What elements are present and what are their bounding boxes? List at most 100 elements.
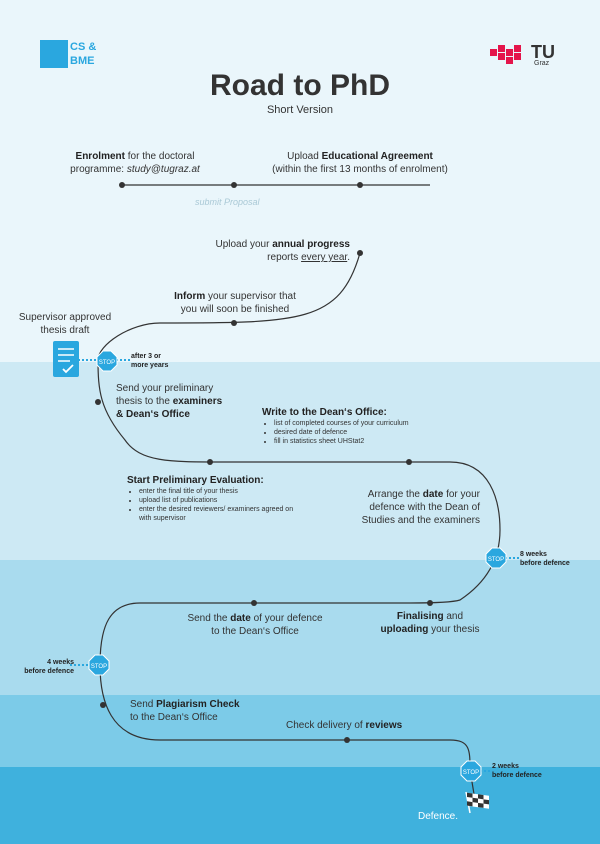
step-inform: Inform your supervisor that you will soo… (150, 290, 320, 316)
stop-label-4: STOP (463, 770, 479, 776)
send-thesis-line2-pre: thesis to the (116, 396, 173, 407)
step-plagiarism: Send Plagiarism Check to the Dean‘s Offi… (130, 698, 290, 724)
stop-note-1-line1: after 3 or (131, 353, 161, 360)
stop-sign-icon: STOP (485, 547, 507, 569)
stop-label-2: STOP (488, 557, 504, 563)
prelim-item: enter the desired reviewers/ examiners a… (139, 505, 307, 523)
tugraz-logo-sub: Graz (534, 60, 550, 67)
enrolment-line2-pre: programme: (70, 164, 127, 175)
step-dot (95, 399, 101, 405)
enrolment-bold: Enrolment (75, 151, 125, 162)
write-dean-bold: Write to the Dean‘s Office: (262, 407, 387, 418)
stop-note-3-line1: 4 weeks (47, 659, 74, 666)
step-dot (357, 182, 363, 188)
finish-flag-icon (465, 791, 489, 814)
tugraz-logo-icon (490, 45, 521, 64)
background-band-4 (0, 695, 600, 767)
csbme-logo: CS & BME (70, 40, 96, 68)
step-submit-proposal: submit Proposal (195, 197, 260, 207)
tugraz-logo-text: TU (531, 42, 555, 62)
plagiarism-line2: to the Dean‘s Office (130, 712, 218, 723)
step-dot (207, 459, 213, 465)
finalising-post: and (443, 611, 464, 622)
send-thesis-line1: Send your preliminary (116, 383, 214, 394)
csbme-logo-line2: BME (70, 55, 95, 67)
write-dean-item: list of completed courses of your curric… (274, 419, 482, 428)
annual-line2-post: . (347, 252, 350, 263)
send-date-post: of your defence (250, 613, 323, 624)
write-dean-item: desired date of defence (274, 428, 482, 437)
annual-line2-pre: reports (267, 252, 302, 263)
arrange-line3: Studies and the examiners (361, 515, 480, 526)
prelim-item: enter the final title of your thesis (139, 487, 307, 496)
arrange-post: for your (443, 489, 480, 500)
step-dot (406, 459, 412, 465)
agreement-bold: Educational Agreement (321, 151, 433, 162)
stop-note-4: 2 weeks before defence (492, 762, 542, 780)
stop-label-1: STOP (99, 360, 115, 366)
arrange-bold: date (422, 489, 444, 500)
stop-sign-icon: STOP (88, 654, 110, 676)
step-arrange-date: Arrange the date for your defence with t… (330, 488, 480, 527)
send-thesis-line2-bold: examiners (172, 396, 223, 407)
approved-line2: thesis draft (40, 325, 90, 336)
step-dot (231, 320, 237, 326)
prelim-list: enter the final title of your thesis upl… (127, 487, 307, 523)
step-send-date: Send the date of your defence to the Dea… (170, 612, 340, 638)
plagiarism-bold: Plagiarism Check (156, 699, 240, 710)
stop-note-1-line2: more years (131, 362, 169, 369)
inform-bold: Inform (174, 291, 206, 302)
send-date-pre: Send the (187, 613, 231, 624)
step-annual-progress: Upload your annual progress reports ever… (160, 238, 350, 264)
arrange-line2: defence with the Dean of (369, 502, 480, 513)
step-send-thesis: Send your preliminary thesis to the exam… (116, 382, 266, 421)
stop-note-4-line2: before defence (492, 772, 542, 779)
finalising-bold: Finalising (396, 611, 444, 622)
csbme-logo-square (40, 40, 68, 68)
annual-pre: Upload your (215, 239, 273, 250)
reviews-pre: Check delivery of (286, 720, 366, 731)
stop-sign-icon: STOP (460, 760, 482, 782)
stop-sign-icon: STOP (96, 350, 118, 372)
stop-note-3-line2: before defence (24, 668, 74, 675)
send-date-line2: to the Dean‘s Office (211, 626, 299, 637)
step-dot (100, 702, 106, 708)
enrolment-rest: for the doctoral (124, 151, 195, 162)
arrange-pre: Arrange the (367, 489, 423, 500)
step-reviews: Check delivery of reviews (286, 719, 436, 732)
background-band-1 (0, 0, 600, 362)
step-write-dean: Write to the Dean‘s Office: list of comp… (262, 406, 482, 446)
step-enrolment: Enrolment for the doctoral programme: st… (40, 150, 230, 176)
approved-line1: Supervisor approved (18, 312, 112, 323)
step-finalising: Finalising and uploading your thesis (360, 610, 500, 636)
step-supervisor-approved: Supervisor approved thesis draft (10, 311, 120, 337)
send-thesis-line3-bold: & Dean‘s Office (116, 409, 190, 420)
step-upload-agreement: Upload Educational Agreement (within the… (255, 150, 465, 176)
prelim-item: upload list of publications (139, 496, 307, 505)
step-defence: Defence. (418, 811, 459, 822)
inform-rest: your supervisor that (205, 291, 296, 302)
stop-label-3: STOP (91, 664, 107, 670)
stop-note-4-line1: 2 weeks (492, 763, 519, 770)
plagiarism-pre: Send (130, 699, 157, 710)
write-dean-item: fill in statistics sheet UHStat2 (274, 437, 482, 446)
annual-bold: annual progress (272, 239, 350, 250)
agreement-pre: Upload (287, 151, 322, 162)
step-dot (357, 250, 363, 256)
stop-note-3: 4 weeks before defence (10, 658, 74, 676)
csbme-logo-line1: CS & (70, 41, 97, 53)
step-dot (344, 737, 350, 743)
page-title: Road to PhD (210, 69, 390, 102)
stop-note-2-line1: 8 weeks (520, 551, 547, 558)
prelim-bold: Start Preliminary Evaluation: (127, 475, 264, 486)
step-dot (231, 182, 237, 188)
step-dot (251, 600, 257, 606)
step-start-prelim: Start Preliminary Evaluation: enter the … (127, 474, 307, 523)
step-dot (119, 182, 125, 188)
background-band-5 (0, 767, 600, 844)
stop-note-1: after 3 or more years (131, 352, 168, 370)
finalising-line2-bold: uploading (380, 624, 429, 635)
step-dot (427, 600, 433, 606)
